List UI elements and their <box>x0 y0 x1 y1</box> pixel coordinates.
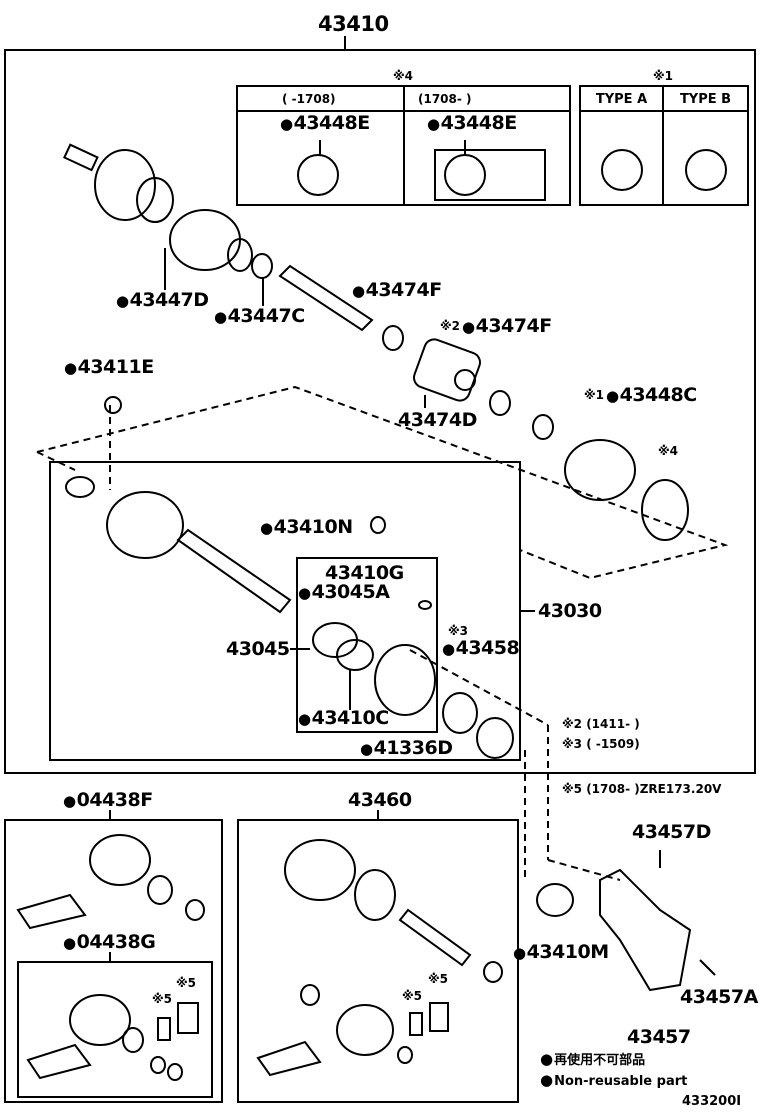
label-43045: 43045 <box>226 638 290 660</box>
label-43457A: 43457A <box>680 986 758 1008</box>
boot-kits <box>16 834 503 1081</box>
label-43448C: 43448C <box>606 386 698 405</box>
label-41336D: 41336D <box>360 739 453 758</box>
outer-shaft <box>63 143 689 541</box>
legend-jp: 再使用不可部品 <box>540 1052 645 1067</box>
note-x5-a: ※5 <box>176 976 197 990</box>
label-04438G: 04438G <box>63 933 156 952</box>
assembly-number: 43410 <box>318 12 389 36</box>
note-3: ※3 ( -1509) <box>562 737 640 751</box>
note-x4: ※4 <box>658 444 679 458</box>
note-x5-b: ※5 <box>152 992 173 1006</box>
label-43474F-a: 43474F <box>352 281 443 300</box>
label-43447D: 43447D <box>116 291 209 310</box>
label-43457D: 43457D <box>632 821 711 843</box>
inner-shaft <box>65 476 514 759</box>
label-43410C: 43410C <box>298 709 390 728</box>
label-43460: 43460 <box>348 789 412 811</box>
note-x5-d: ※5 <box>402 989 423 1003</box>
label-43457: 43457 <box>627 1026 691 1048</box>
note-x3: ※3 <box>448 624 469 638</box>
label-43447C: 43447C <box>214 307 306 326</box>
note-x1: ※1 <box>584 388 605 402</box>
label-43410G: 43410G <box>325 562 404 584</box>
table-x4-col2-header: (1708- ) <box>418 92 472 106</box>
label-43410M: 43410M <box>513 943 610 962</box>
table-x4-mark: ※4 <box>393 69 414 83</box>
label-43411E: 43411E <box>64 358 155 377</box>
type-a-header: TYPE A <box>595 92 648 107</box>
label-04438F: 04438F <box>63 791 154 810</box>
label-43045A: 43045A <box>298 583 390 602</box>
table-x4-col1-part: 43448E <box>280 114 371 133</box>
frames <box>4 36 756 1103</box>
table-x4-col2-part: 43448E <box>427 114 518 133</box>
label-43474D: 43474D <box>398 409 477 431</box>
label-43458: 43458 <box>442 639 520 658</box>
label-43474F-b: 43474F <box>462 317 553 336</box>
table-x1-mark: ※1 <box>653 69 674 83</box>
diagram-id: 433200I <box>682 1094 742 1109</box>
note-5: ※5 (1708- )ZRE173.20V <box>562 782 722 796</box>
note-x2: ※2 <box>440 319 461 333</box>
legend-en: Non-reusable part <box>540 1073 687 1088</box>
table-x4-col1-header: ( -1708) <box>282 92 336 106</box>
label-43030: 43030 <box>538 600 602 622</box>
table-clips <box>297 140 727 201</box>
bearing-bracket <box>536 850 716 992</box>
label-43410N: 43410N <box>260 518 354 537</box>
note-x5-c: ※5 <box>428 972 449 986</box>
type-b-header: TYPE B <box>679 92 732 107</box>
note-2: ※2 (1411- ) <box>562 717 640 731</box>
